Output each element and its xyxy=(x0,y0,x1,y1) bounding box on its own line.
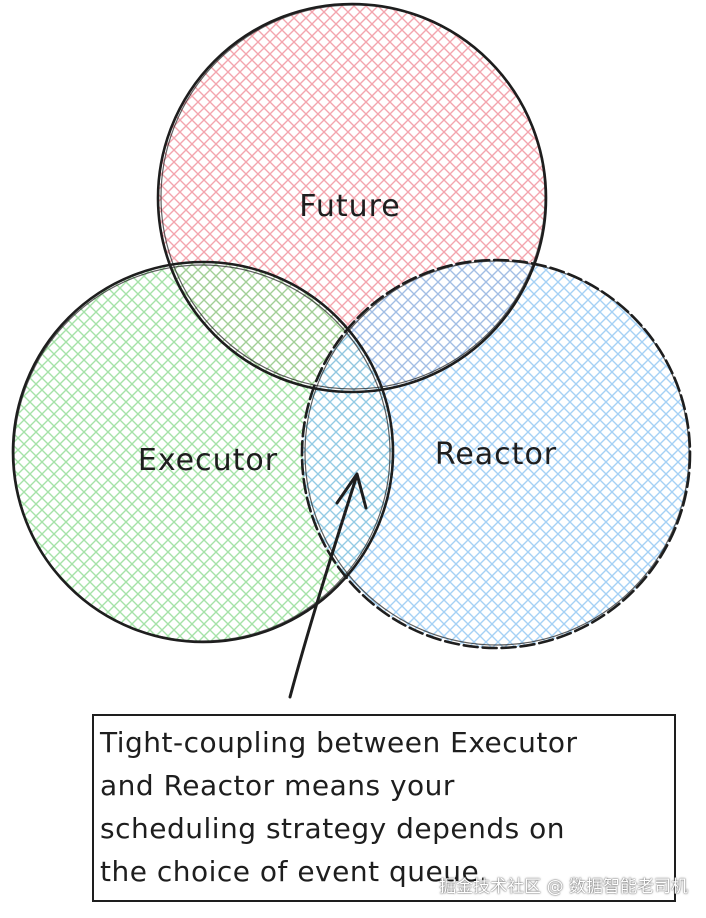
watermark: 掘金技术社区 @ 数据智能老司机 xyxy=(439,877,688,897)
executor-circle xyxy=(11,260,395,644)
annotation-line-3: scheduling strategy depends on xyxy=(100,812,566,845)
arrow-shaft xyxy=(288,476,358,699)
circle-outlines xyxy=(11,2,692,650)
arrow-head xyxy=(335,472,368,510)
annotation-line-4: the choice of event queue. xyxy=(100,855,489,888)
annotation-box xyxy=(92,714,676,902)
reactor-fill xyxy=(302,260,690,648)
annotation-line-2: and Reactor means your xyxy=(100,769,455,802)
circle-fills xyxy=(13,4,690,648)
reactor-label: Reactor xyxy=(435,437,557,472)
future-circle-sketch xyxy=(160,4,546,390)
reactor-circle xyxy=(300,258,692,650)
executor-fill xyxy=(13,262,393,642)
executor-label: Executor xyxy=(138,443,278,478)
pointer-arrow xyxy=(288,472,368,699)
reactor-circle-sketch xyxy=(304,260,690,646)
executor-circle-sketch xyxy=(13,264,391,642)
future-label: Future xyxy=(299,189,401,224)
annotation-line-1: Tight-coupling between Executor xyxy=(100,726,578,759)
future-circle xyxy=(156,2,548,394)
